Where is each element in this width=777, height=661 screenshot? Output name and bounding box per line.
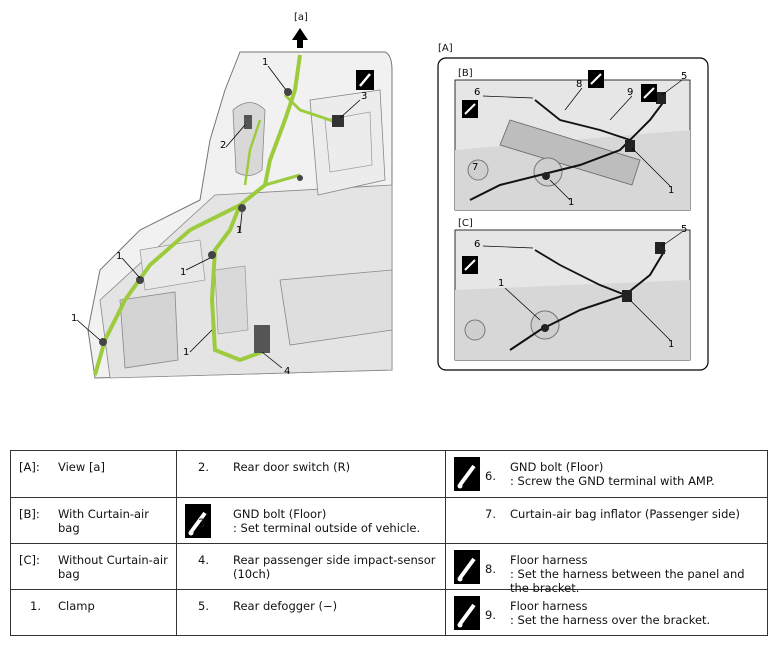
- callout: 4: [284, 366, 291, 377]
- legend-text: Rear defogger (−): [233, 599, 338, 613]
- legend-key: [A]:: [19, 460, 40, 474]
- legend-text: View [a]: [58, 460, 105, 474]
- legend-note: : Set the harness between the panel and …: [510, 567, 745, 595]
- callout: 1: [180, 267, 187, 278]
- wrench-icon: [454, 550, 480, 584]
- callout: 5: [681, 224, 688, 235]
- installation-figure: [a] [A] [B] [C] 1 1 1 1 1 2 3 4 1 6 8 9 …: [71, 12, 709, 379]
- callout: 1: [236, 225, 243, 236]
- legend-number: 3.: [198, 516, 209, 530]
- legend-number: 8.: [485, 562, 496, 576]
- callout: 1: [183, 347, 190, 358]
- callout: 1: [71, 313, 78, 324]
- legend-text: GND bolt (Floor): Set terminal outside o…: [233, 507, 439, 535]
- callout: 1: [568, 197, 575, 208]
- view-arrow-icon: [292, 28, 308, 48]
- legend-table: [A]: View [a] 2. Rear door switch (R) 6. G…: [10, 450, 768, 636]
- impact-sensor-block: [254, 325, 270, 353]
- legend-note: : Screw the GND terminal with AMP.: [510, 474, 715, 488]
- callout: 1: [116, 251, 123, 262]
- legend-text: Clamp: [58, 599, 95, 613]
- legend-row: [B]: With Curtain-air bag 3. GND bolt (Fl…: [10, 497, 768, 544]
- callout: 7: [472, 162, 479, 173]
- callout: 1: [668, 339, 675, 350]
- panel-c-label: [C]: [458, 218, 473, 229]
- legend-text: Rear door switch (R): [233, 460, 351, 474]
- legend-text: Without Curtain-air bag: [58, 553, 168, 581]
- legend-number: 4.: [198, 553, 209, 567]
- wrench-icon: [454, 457, 480, 491]
- legend-number: 6.: [485, 469, 496, 483]
- panel-b-label: [B]: [458, 68, 473, 79]
- legend-number: 7.: [485, 507, 496, 521]
- callout: 3: [361, 91, 368, 102]
- wrench-icon: [185, 504, 211, 538]
- legend-text: Floor harness: Set the harness over the …: [510, 599, 761, 627]
- callout: 2: [220, 140, 227, 151]
- legend-text: Rear passenger side impact-sensor (10ch): [233, 553, 436, 581]
- gnd-bolt-connector: [332, 115, 344, 127]
- legend-number: 5.: [198, 599, 209, 613]
- legend-number: 1.: [30, 599, 41, 613]
- wrench-icon: [454, 596, 480, 630]
- legend-number: 9.: [485, 608, 496, 622]
- callout: 8: [576, 79, 583, 90]
- figure-drawing: [76, 28, 709, 379]
- callout: 1: [668, 185, 675, 196]
- callout: 6: [474, 239, 481, 250]
- view-arrow-label: [a]: [294, 12, 308, 23]
- legend-note: : Set the harness over the bracket.: [510, 613, 711, 627]
- callout: 6: [474, 87, 481, 98]
- legend-row: 1. Clamp 5. Rear defogger (−) 9. Floor har…: [10, 589, 768, 636]
- legend-row: [A]: View [a] 2. Rear door switch (R) 6. G…: [10, 450, 768, 498]
- inflator-tube: [499, 119, 641, 186]
- callout: 9: [627, 87, 634, 98]
- legend-text: Curtain-air bag inflator (Passenger side…: [510, 507, 740, 521]
- legend-key: [C]:: [19, 553, 40, 567]
- legend-number: 2.: [198, 460, 209, 474]
- callout: 1: [498, 278, 505, 289]
- legend-row: [C]: Without Curtain-air bag 4. Rear passe…: [10, 543, 768, 595]
- panel-a-label: [A]: [438, 43, 453, 54]
- callout: 1: [262, 57, 269, 68]
- legend-key: [B]:: [19, 507, 40, 521]
- legend-text: With Curtain-air bag: [58, 507, 149, 535]
- door-switch-block: [244, 115, 252, 129]
- legend-text: Floor harness: Set the harness between t…: [510, 553, 761, 595]
- callout: 5: [681, 71, 688, 82]
- legend-text: GND bolt (Floor): Screw the GND terminal…: [510, 460, 761, 488]
- legend-note: : Set terminal outside of vehicle.: [233, 521, 421, 535]
